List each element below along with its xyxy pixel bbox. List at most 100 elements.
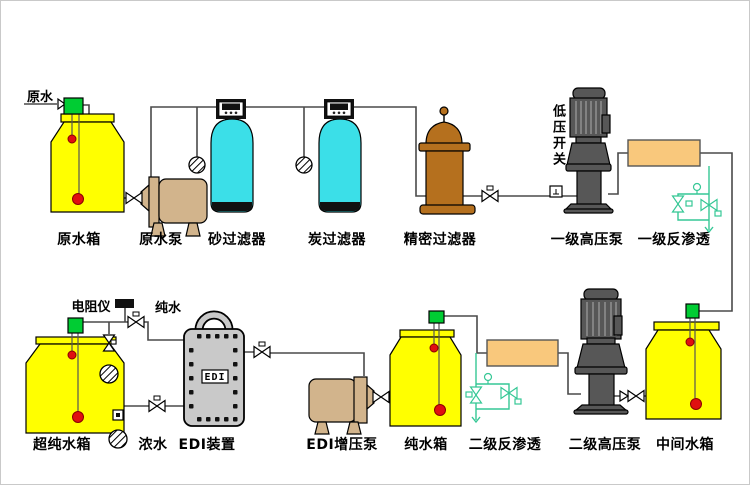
float-switch-icon bbox=[72, 411, 84, 423]
pump-column bbox=[576, 170, 602, 206]
concentrate-drain bbox=[112, 409, 124, 421]
pure-water-tank-label: 纯水箱 bbox=[404, 436, 448, 453]
stage1-hp-pump bbox=[563, 87, 614, 214]
stage2-hp-pump bbox=[573, 288, 629, 415]
edi-badge bbox=[201, 369, 229, 384]
stage2-ro-membrane bbox=[486, 339, 559, 367]
vessel-dome bbox=[425, 121, 463, 145]
tank1-outlet-valve-icon bbox=[125, 191, 143, 205]
motor-cap bbox=[572, 87, 606, 100]
raw-water-label: 原水 bbox=[27, 89, 54, 105]
hp-pump1-ro1-pipe bbox=[608, 152, 628, 195]
ro2-to-tank3-pipe bbox=[444, 315, 487, 354]
filter-base bbox=[320, 202, 360, 211]
pump-foot bbox=[314, 421, 330, 435]
stage1-ro-membrane bbox=[627, 139, 701, 167]
vessel-body bbox=[425, 150, 464, 207]
gauge-icon bbox=[692, 182, 702, 192]
pump-foot bbox=[150, 222, 166, 237]
pure-water-label: 纯水 bbox=[155, 300, 182, 316]
motor-fins bbox=[586, 302, 617, 336]
ultrapure-tank-label: 超纯水箱 bbox=[32, 436, 91, 453]
level-controller bbox=[63, 97, 84, 115]
intermediate-water-tank bbox=[645, 303, 722, 420]
reject-valve-icon bbox=[671, 195, 685, 213]
pump-base-plate bbox=[563, 208, 614, 214]
pump-body bbox=[158, 178, 208, 224]
drain-port-icon bbox=[99, 364, 119, 384]
edi-unit: EDI bbox=[183, 310, 245, 427]
float-switch-icon bbox=[434, 404, 446, 416]
tank3-outlet-valve-icon bbox=[372, 390, 390, 404]
edi-booster-pump-label: EDI增压泵 bbox=[306, 436, 377, 453]
filter-controller-1 bbox=[216, 99, 246, 119]
pump-foot bbox=[185, 222, 201, 237]
vent-knob-icon bbox=[439, 106, 449, 116]
flow-arrow-icon bbox=[619, 389, 630, 403]
pure-water-valve-icon bbox=[127, 315, 145, 329]
pump-lantern bbox=[566, 142, 611, 166]
drain-arrow-icon bbox=[704, 226, 714, 234]
filter-vessel bbox=[318, 118, 362, 213]
stage2-ro-label: 二级反渗透 bbox=[469, 436, 542, 453]
edi-product-pipe bbox=[83, 321, 184, 341]
pump-flange bbox=[574, 366, 628, 375]
ro1-reject-circuit bbox=[671, 166, 722, 234]
intermediate-tank-label: 中间水箱 bbox=[656, 436, 714, 453]
controller-display bbox=[222, 103, 240, 110]
concentrate-valve-icon bbox=[148, 399, 166, 413]
resistivity-meter-label: 电阻仪 bbox=[71, 299, 111, 315]
controller-display bbox=[330, 103, 348, 110]
low-pressure-switch bbox=[549, 185, 563, 198]
edi-booster-pump bbox=[308, 376, 375, 435]
terminal-box bbox=[613, 315, 623, 336]
raw-water-tank bbox=[50, 97, 125, 213]
motor-fins bbox=[575, 101, 602, 134]
filter-base bbox=[212, 202, 252, 211]
tank-body bbox=[645, 329, 722, 420]
ultrapure-water-tank bbox=[25, 317, 125, 434]
filter2-precision-pipe bbox=[354, 106, 426, 197]
pump-head bbox=[353, 376, 368, 424]
inlet-arrow-icon bbox=[57, 97, 67, 111]
tank-lid bbox=[653, 321, 720, 331]
precision-filter bbox=[418, 106, 476, 215]
terminal-box bbox=[601, 114, 611, 134]
pump-base-plate bbox=[573, 409, 629, 415]
vessel-collar bbox=[418, 142, 471, 152]
float-switch-icon bbox=[690, 398, 702, 410]
precision-filter-label: 精密过滤器 bbox=[404, 231, 477, 248]
float-switch-icon bbox=[67, 350, 77, 360]
tank-body bbox=[50, 121, 125, 213]
float-switch-icon bbox=[72, 193, 84, 205]
low-pressure-switch-label: 低压开关 bbox=[550, 104, 565, 168]
sand-filter-label: 砂过滤器 bbox=[207, 231, 266, 248]
pump-body bbox=[308, 378, 357, 423]
edi-unit-label: EDI装置 bbox=[179, 436, 236, 453]
float-switch-icon bbox=[67, 134, 77, 144]
edi-feed-valve-icon bbox=[253, 345, 271, 359]
stage1-ro-label: 一级反渗透 bbox=[638, 231, 711, 248]
pump-suction-cone bbox=[366, 383, 375, 411]
tank4-outlet-valve-icon bbox=[627, 389, 645, 403]
ro2-reject-circuit bbox=[465, 353, 522, 424]
pump-foot bbox=[346, 421, 362, 435]
sample-port-icon bbox=[295, 156, 313, 174]
level-controller bbox=[685, 303, 700, 319]
pump-lantern bbox=[576, 343, 626, 369]
valves-and-gauges bbox=[99, 156, 645, 449]
vessel-base bbox=[419, 204, 476, 215]
tank-body bbox=[389, 336, 462, 427]
float-switch-icon bbox=[685, 337, 695, 347]
piping bbox=[24, 103, 733, 430]
resistivity-meter-icon bbox=[115, 299, 134, 308]
drain-arrow-icon bbox=[471, 416, 481, 424]
concentrate-water-label: 浓水 bbox=[139, 436, 168, 453]
pump-neck bbox=[575, 136, 602, 144]
motor-cap bbox=[583, 288, 619, 301]
tank-lid bbox=[60, 113, 115, 123]
pump-head bbox=[148, 176, 160, 228]
precision-outlet-valve-icon bbox=[481, 189, 499, 203]
raw-water-tank-label: 原水箱 bbox=[57, 231, 101, 248]
